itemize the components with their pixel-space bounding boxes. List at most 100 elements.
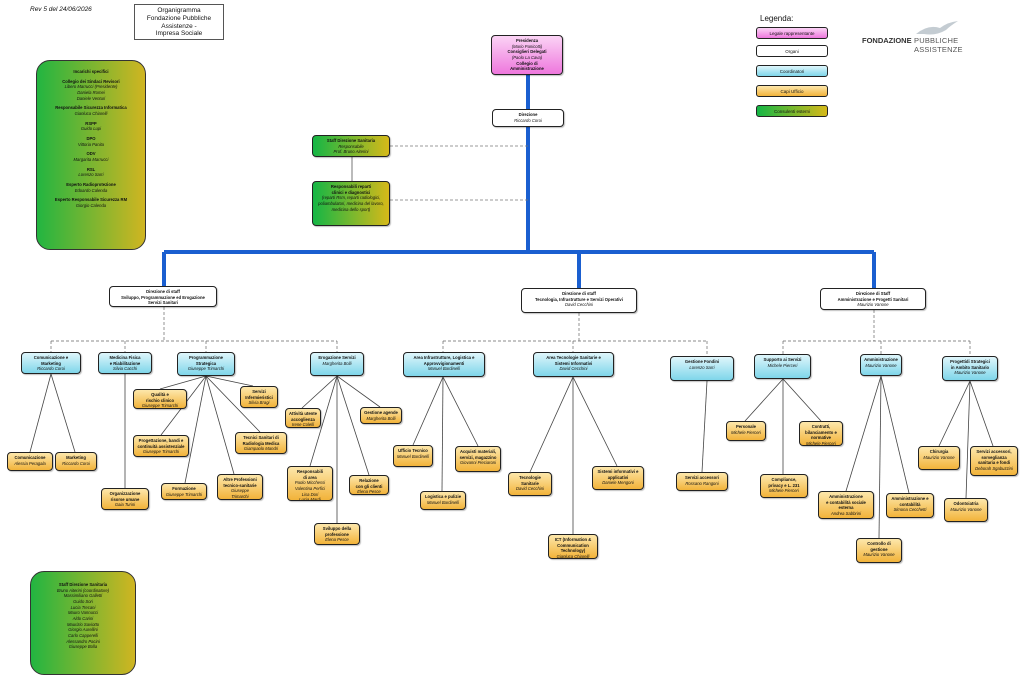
- box-name: Alessandro Pacini: [66, 638, 100, 644]
- box-name: Maurizio Vanone: [865, 362, 897, 368]
- box-title: Qualità e: [151, 392, 169, 397]
- box-title: Infermieristici: [245, 394, 273, 400]
- box-title: Approvvigionamenti: [423, 360, 465, 366]
- box-title: Tecnologia, Infrastrutture e Servizi Ope…: [535, 296, 623, 302]
- box-title: Acquisti materiali,: [459, 449, 497, 454]
- box-title: Servizi accessori,: [976, 449, 1012, 454]
- box-title: Amministrazione: [510, 66, 544, 72]
- box-name: Margarita Marrucci: [73, 157, 109, 163]
- box-name: Guido Sori: [73, 599, 93, 605]
- box-title: Tecnologie: [519, 475, 541, 480]
- box-name: Silvia Cacchi: [113, 366, 137, 372]
- box-title: Contratti,: [811, 424, 831, 429]
- box-name: Manuel Bardinelli: [396, 453, 430, 459]
- box-name: Giorgio Aurellini: [68, 627, 98, 633]
- box-title: Comunicazione e Marketing: [33, 355, 69, 366]
- box-name: Lorenzo Sarri: [78, 172, 104, 178]
- box-title: ODV: [86, 151, 96, 157]
- box-name: Vittoria Panita: [78, 141, 104, 147]
- box-title: Direzione di Staff: [855, 291, 891, 296]
- logo-word-2: PUBBLICHE ASSISTENZE: [914, 36, 963, 54]
- box-title: contabilità: [899, 501, 921, 507]
- box-title: Sistemi Informativi: [554, 360, 593, 366]
- box-name: Alessia Peragala: [14, 460, 46, 466]
- box-title: Responsabili reparti: [330, 184, 372, 189]
- box-name: Riccardo Coroi: [37, 366, 65, 372]
- box-name: Giovanni Pieciaroni: [459, 460, 497, 466]
- box-title: bilanciamento e: [805, 429, 837, 435]
- box-title: Logistica e pulizie: [424, 494, 462, 499]
- box-title: Relazione: [359, 478, 379, 483]
- box-title: Presidenza: [515, 38, 539, 43]
- box-title: Strategica: [195, 360, 217, 366]
- box-name: Manuel Bardinelli: [427, 366, 461, 372]
- box-title: ICT (Information &: [554, 537, 592, 542]
- box-name: Elena Pesce: [325, 537, 349, 543]
- box-name: Giuseppe Trimarchi: [165, 491, 203, 497]
- box-title: Chirurgia: [929, 449, 949, 454]
- box-title: professione: [325, 531, 349, 537]
- box-title: Consiglieri Delegati: [507, 49, 547, 55]
- box-name: Margherita Bolli: [322, 360, 352, 366]
- chart-title-line: Organigramma: [157, 7, 201, 14]
- box-name: (reparti Rsm, reparti radiologici,: [321, 195, 381, 201]
- box-name: Giuseppe Trimarchi: [141, 403, 179, 409]
- box-title: Sistemi informativi e: [597, 469, 639, 474]
- box-title: Altre Professioni: [223, 477, 257, 482]
- box-name: Daniele Mengoni: [602, 480, 634, 486]
- box-title: Supporto ai Servizi: [763, 357, 802, 362]
- box-title: Amministrazione: [864, 357, 898, 362]
- box-title: Sanitarie: [521, 480, 539, 486]
- box-title: applicativi: [607, 474, 629, 480]
- box-name: Gianluca Chiarelli: [74, 111, 108, 117]
- box-title: Programmazione: [189, 355, 223, 360]
- box-title: Marketing: [66, 455, 86, 460]
- box-title: Area Tecnologie Sanitarie e: [546, 355, 601, 360]
- box-title: Technology): [560, 548, 586, 554]
- legend-item-office-heads: Capi Ufficio: [756, 85, 828, 97]
- box-name: medicina dello sport): [331, 206, 371, 212]
- box-title: con gli clienti: [355, 483, 383, 489]
- box-name: Maurizio Vanone: [923, 454, 955, 460]
- box-title: Direzione di staff: [146, 289, 180, 294]
- box-name: poliambulatori, medicina del lavoro,: [318, 201, 384, 207]
- box-title: DPO: [86, 136, 96, 142]
- box-name: Riccardo Coroi: [62, 460, 90, 466]
- box-name: (Mario Panicotti): [511, 43, 543, 49]
- box-title: Staff Direzione Sanitaria: [326, 138, 376, 143]
- box-name: Carlo Capperelli: [67, 633, 99, 639]
- box-name: Giuseppe Trimarchi: [187, 366, 225, 372]
- box-title: Direzione di staff: [562, 291, 596, 296]
- box-name: Maurizio Saviotto: [66, 621, 100, 627]
- box-title: RSL: [86, 166, 96, 172]
- box-title: Odontoiatria: [953, 501, 979, 506]
- legend-item-legal: Legale rappresentante: [756, 27, 828, 39]
- box-name: (Paolo La Cava): [511, 55, 543, 61]
- box-title: Servizi Sanitari: [147, 300, 179, 306]
- box-title: risorse umane: [110, 496, 140, 502]
- box-name: David Cecchini: [516, 486, 544, 492]
- box-title: tecnico-sanitarie: [223, 482, 257, 488]
